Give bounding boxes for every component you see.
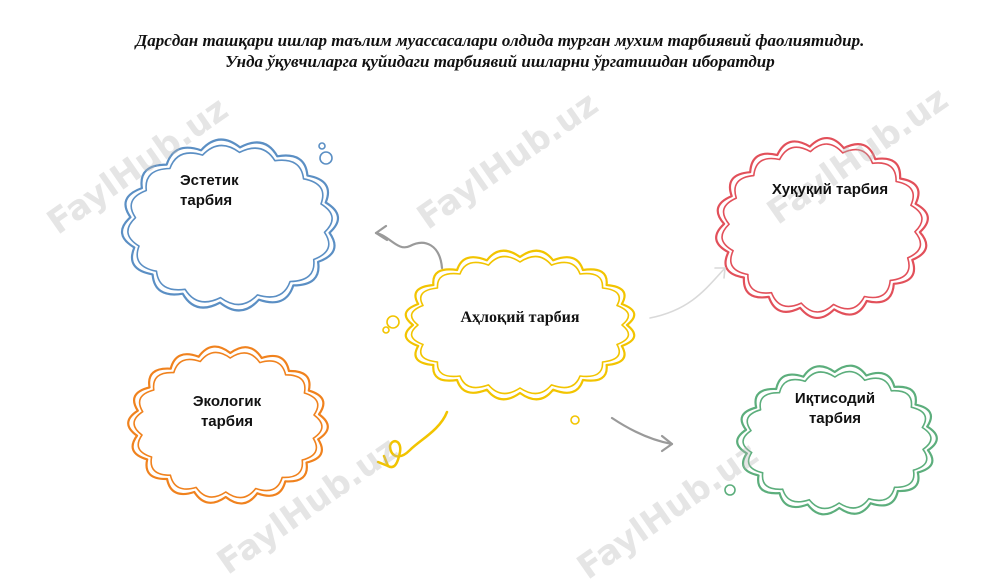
- estetik-cloud: [121, 138, 339, 312]
- estetik-label: Эстетик тарбия: [180, 171, 270, 211]
- ekologik-cloud-inner-outline: [133, 351, 323, 499]
- ekologik-cloud-outline: [127, 345, 329, 505]
- iqtisodiy-label-line-2: тарбия: [808, 410, 862, 427]
- center-cloud-inner-outline: [410, 255, 630, 395]
- huquqiy-label: Хуқуқий тарбия: [771, 181, 889, 198]
- huquqiy-cloud-inner-outline: [721, 143, 923, 313]
- diagram-title-line-1: Дарсдан ташқари ишлар таълим муассасалар…: [135, 31, 865, 50]
- center-bubble-small: [382, 326, 390, 334]
- arrow-to-ekologik-head: [376, 454, 390, 468]
- arrow-to-huquqiy: [649, 267, 726, 319]
- diagram-canvas: FaylHub.uz FaylHub.uz FaylHub.uz FaylHub…: [40, 31, 956, 588]
- center-cloud-outline: [404, 249, 636, 401]
- arrow-to-estetik: [374, 231, 444, 270]
- iqtisodiy-cloud-outline: [736, 364, 938, 516]
- estetik-label-line-1: Эстетик: [180, 172, 239, 189]
- iqtisodiy-bubble: [724, 484, 736, 496]
- diagram-svg: [121, 136, 938, 516]
- arrow-to-huquqiy-head: [714, 267, 726, 279]
- arrow-to-iqtisodiy: [610, 416, 674, 446]
- arrow-to-ekologik: [386, 410, 449, 469]
- iqtisodiy-cloud-inner-outline: [742, 370, 932, 510]
- ekologik-label-line-2: тарбия: [200, 413, 254, 430]
- huquqiy-cloud: [715, 136, 929, 320]
- center-bubble: [386, 315, 400, 329]
- estetik-bubble-small: [318, 142, 326, 150]
- iqtisodiy-label-line-1: Иқтисодий: [794, 390, 876, 407]
- diagram-title-line-2: Унда ўқувчиларга қуйидаги тарбиявий ишла…: [225, 52, 775, 71]
- arrow-to-estetik-head: [374, 224, 389, 242]
- estetik-label-line-2: тарбия: [180, 192, 233, 209]
- ekologik-cloud: [127, 345, 329, 505]
- arrow-to-iqtisodiy-head: [660, 434, 674, 453]
- ekologik-label: Экологик тарбия: [172, 392, 282, 432]
- center-bubble-bottom: [570, 415, 580, 425]
- estetik-bubble-large: [319, 151, 333, 165]
- estetik-cloud-inner-outline: [127, 144, 333, 306]
- iqtisodiy-cloud: [736, 364, 938, 516]
- estetik-cloud-outline: [121, 138, 339, 312]
- huquqiy-cloud-outline: [715, 136, 929, 320]
- iqtisodiy-label: Иқтисодий тарбия: [780, 389, 890, 429]
- center-label: Аҳлоқий тарбия: [460, 309, 580, 326]
- ekologik-label-line-1: Экологик: [192, 393, 262, 410]
- center-cloud: [404, 249, 636, 401]
